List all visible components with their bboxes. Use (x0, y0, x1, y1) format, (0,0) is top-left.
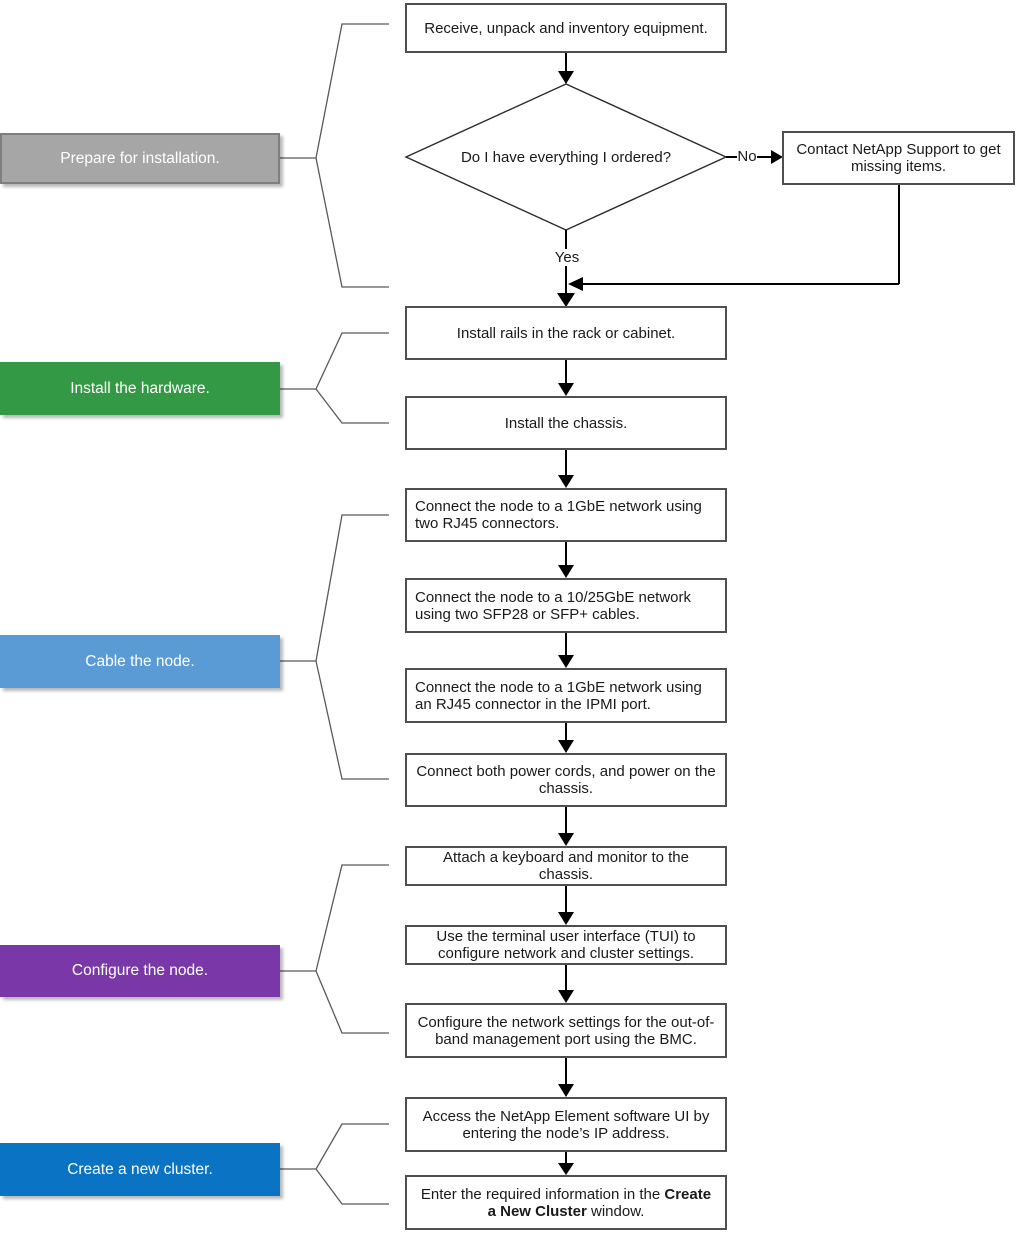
phase-label-text: Create a new cluster. (67, 1160, 213, 1178)
phase-label-install-hardware: Install the hardware. (0, 362, 280, 415)
step-box-receive-equipment: Receive, unpack and inventory equipment. (405, 3, 727, 53)
phase-label-text: Install the hardware. (70, 379, 210, 397)
step-box-install-chassis: Install the chassis. (405, 396, 727, 450)
step-text-prefix: Enter the required information in the (420, 1185, 665, 1203)
branch-label-no: No (737, 148, 757, 165)
step-text-suffix: window. (586, 1202, 645, 1220)
phase-label-text: Cable the node. (85, 652, 195, 670)
side-box-contact-support: Contact NetApp Support to get missing it… (782, 131, 1015, 185)
step-box-access-element-ui: Access the NetApp Element software UI by… (405, 1097, 727, 1152)
step-box-power-cords: Connect both power cords, and power on t… (405, 753, 727, 807)
phase-label-configure-node: Configure the node. (0, 945, 280, 997)
decision-question: Do I have everything I ordered? (460, 148, 672, 166)
step-box-keyboard-monitor: Attach a keyboard and monitor to the cha… (405, 846, 727, 886)
step-box-create-new-cluster: Enter the required information in the Cr… (405, 1175, 727, 1230)
step-box-connect-1gbe-rj45: Connect the node to a 1GbE network using… (405, 488, 727, 542)
step-box-install-rails: Install rails in the rack or cabinet. (405, 306, 727, 360)
phase-label-create-cluster: Create a new cluster. (0, 1143, 280, 1196)
phase-label-prepare: Prepare for installation. (0, 133, 280, 184)
step-box-bmc-settings: Configure the network settings for the o… (405, 1003, 727, 1058)
step-text-mixed: Enter the required information in the Cr… (415, 1186, 717, 1220)
flow-arrows (557, 71, 783, 1175)
branch-label-yes: Yes (540, 249, 594, 266)
phase-label-text: Prepare for installation. (60, 149, 220, 167)
step-text-bold: Create a New Cluster (487, 1185, 712, 1220)
step-box-connect-ipmi: Connect the node to a 1GbE network using… (405, 668, 727, 723)
phase-label-text: Configure the node. (71, 962, 209, 979)
phase-label-cable-node: Cable the node. (0, 635, 280, 688)
flow-stems (565, 53, 900, 1165)
step-box-connect-10-25gbe: Connect the node to a 10/25GbE network u… (405, 578, 727, 633)
phase-brackets (280, 23, 389, 1205)
step-box-tui-settings: Use the terminal user interface (TUI) to… (405, 925, 727, 965)
